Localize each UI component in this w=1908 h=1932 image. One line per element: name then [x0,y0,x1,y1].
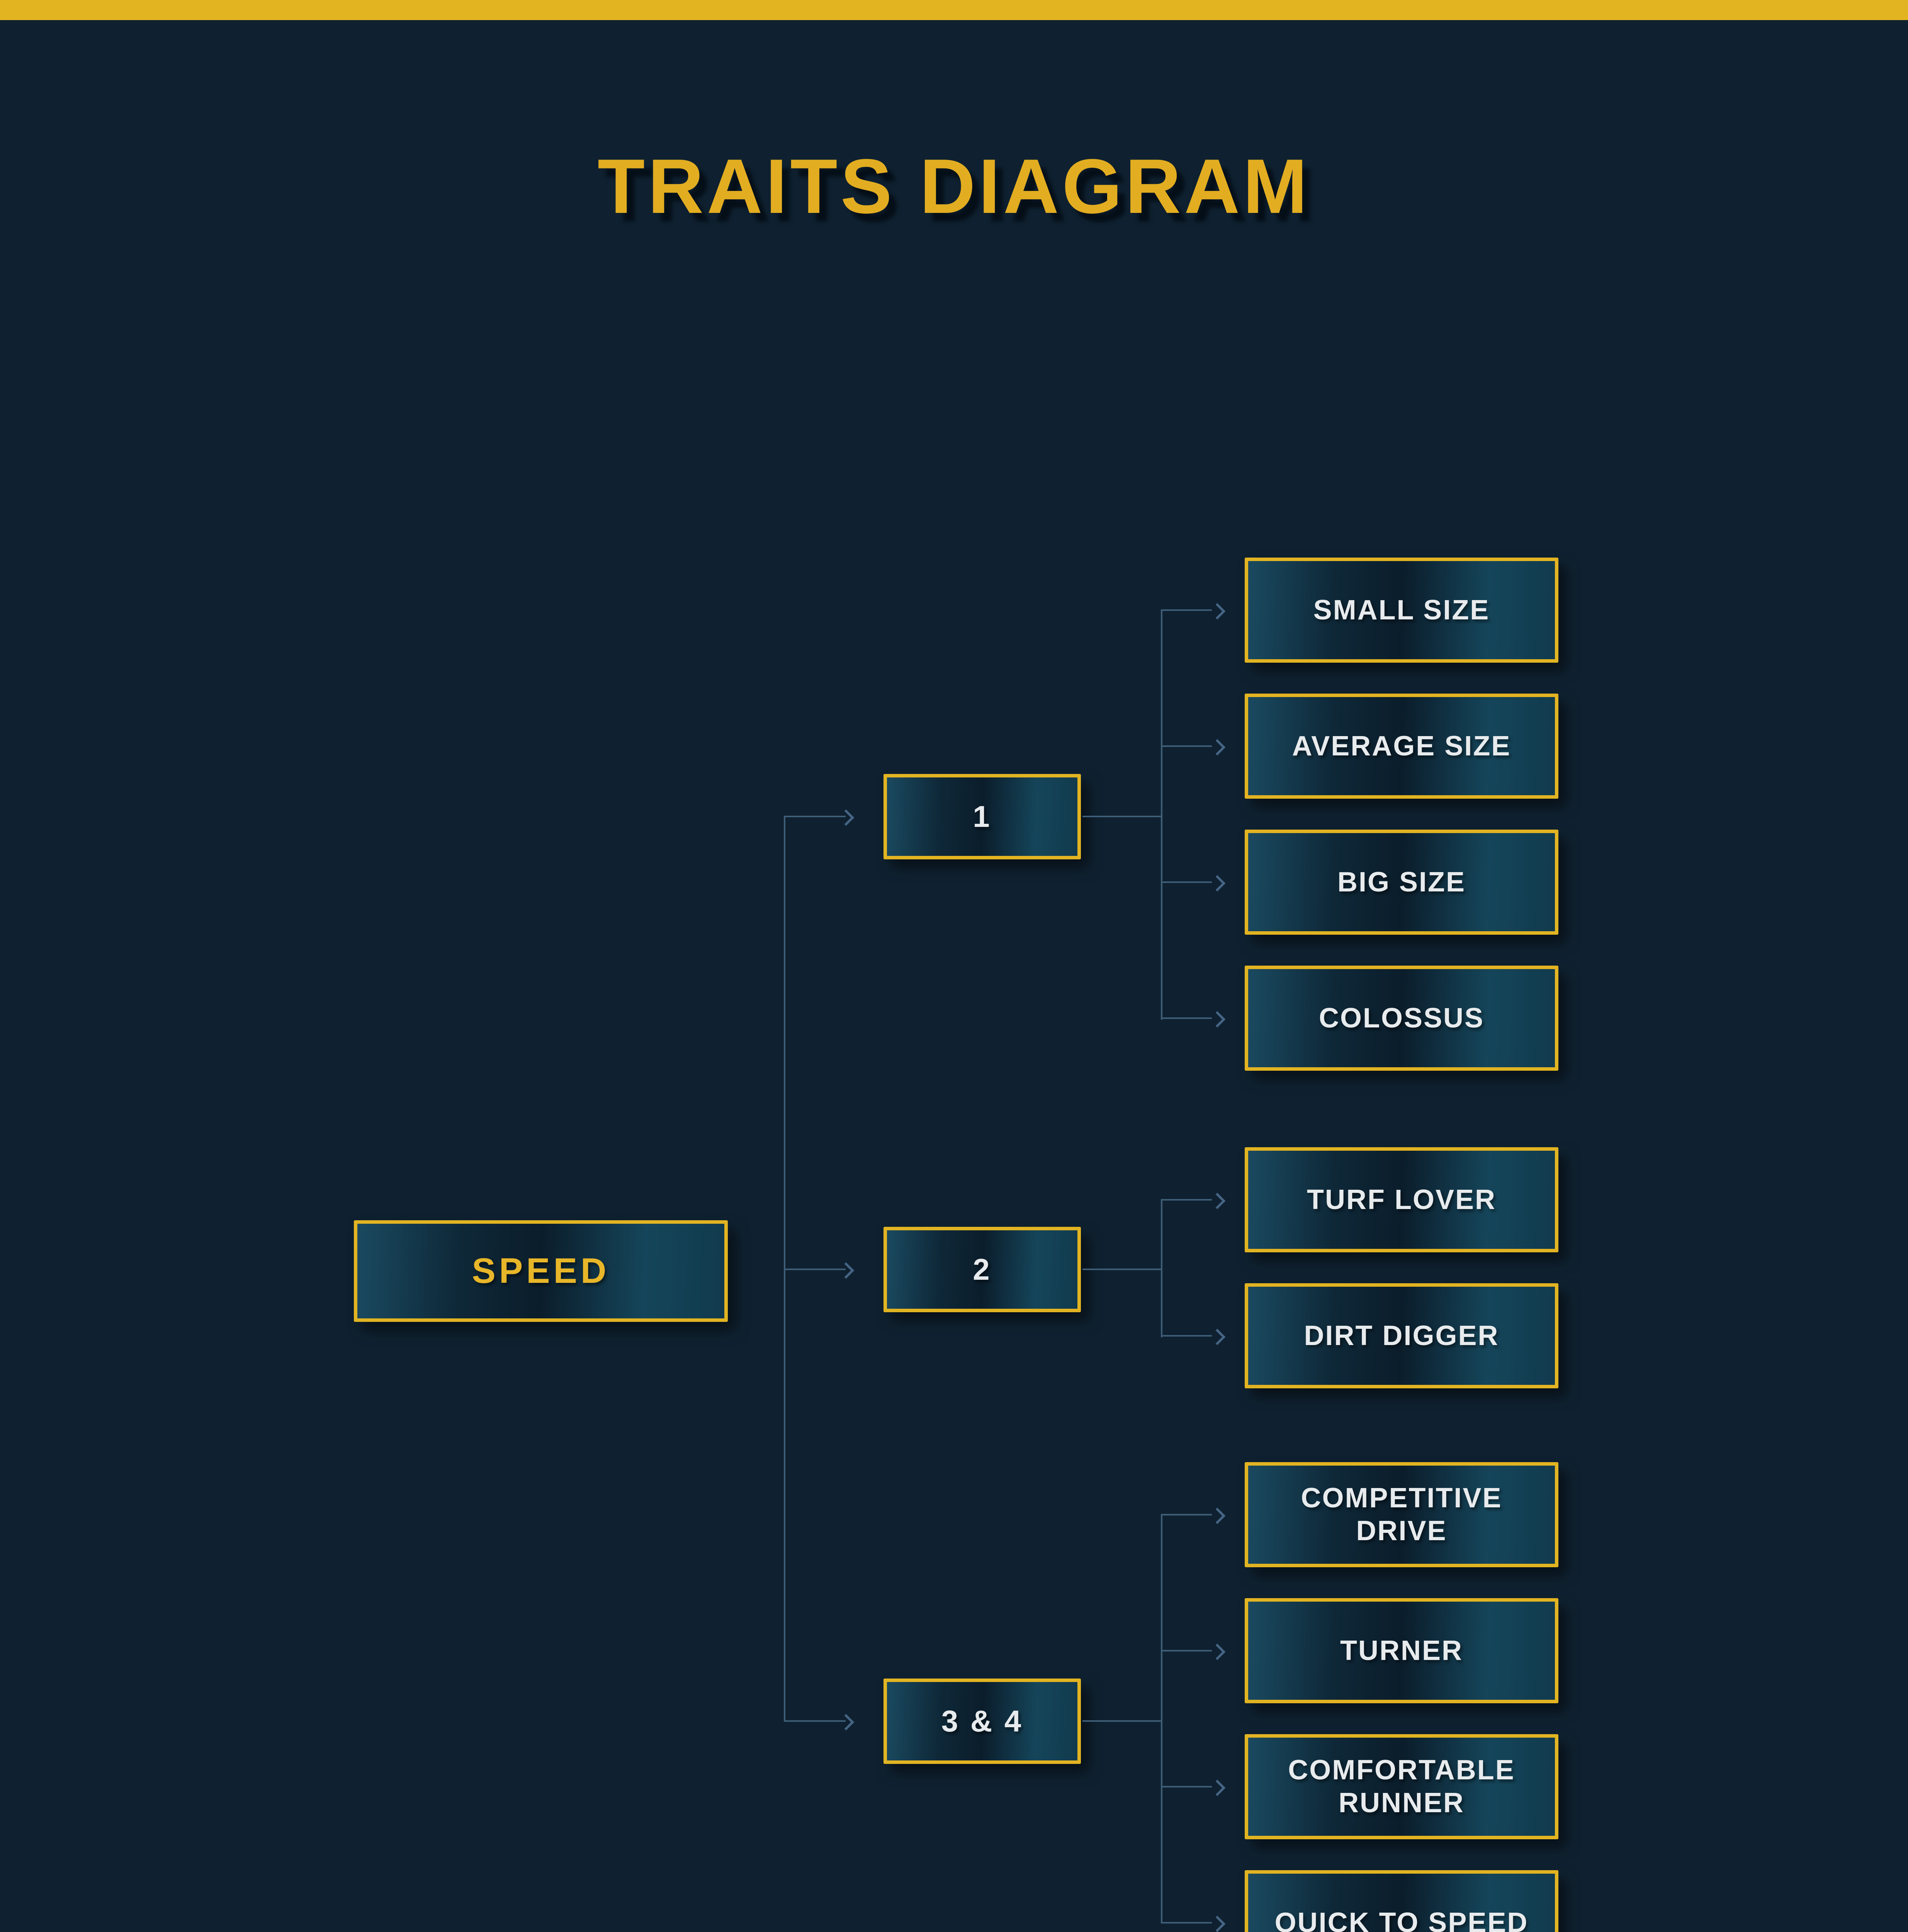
connector-branch-level-3-4 [784,1720,846,1722]
arrowhead-icon [1209,1192,1226,1209]
arrowhead-icon [838,1714,855,1731]
node-trait-comfortable-runner: COMFORTABLE RUNNER [1245,1734,1558,1839]
connector-trunk-group-3 [1161,1514,1162,1923]
arrowhead-icon [1209,1779,1226,1796]
node-trait-average-size: AVERAGE SIZE [1245,694,1558,799]
top-accent-bar [0,0,1908,20]
arrowhead-icon [1209,1643,1226,1660]
node-trait-quick-to-speed: QUICK TO SPEED [1245,1870,1558,1932]
arrowhead-icon [1209,1507,1226,1524]
node-level-1: 1 [883,774,1081,859]
node-speed: SPEED [354,1220,728,1322]
connector-branch-trait [1162,881,1212,883]
connector-branch-trait [1162,1650,1212,1651]
node-trait-turner: TURNER [1245,1598,1558,1703]
arrowhead-icon [1209,875,1226,892]
connector-feed-group-3 [1082,1720,1162,1722]
connector-branch-trait [1162,1335,1212,1337]
node-trait-dirt-digger: DIRT DIGGER [1245,1283,1558,1388]
connector-branch-trait [1162,1199,1212,1201]
connector-feed-group-1 [1082,816,1162,817]
node-trait-turf-lover: TURF LOVER [1245,1147,1558,1252]
arrowhead-icon [1209,1915,1226,1932]
connector-branch-level-1 [784,816,846,817]
node-trait-competitive-drive: COMPETITIVE DRIVE [1245,1462,1558,1567]
node-level-3-4: 3 & 4 [883,1679,1081,1764]
connector-trunk-group-1 [1161,609,1162,1020]
connector-trunk-group-2 [1161,1199,1162,1337]
node-trait-small-size: SMALL SIZE [1245,558,1558,663]
connector-branch-trait [1162,1922,1212,1923]
arrowhead-icon [1209,739,1226,756]
arrowhead-icon [1209,1011,1226,1028]
node-trait-big-size: BIG SIZE [1245,830,1558,935]
node-trait-colossus: COLOSSUS [1245,966,1558,1071]
arrowhead-icon [1209,603,1226,620]
connector-feed-group-2 [1082,1269,1162,1270]
page-title: TRAITS DIAGRAM [597,143,1311,230]
arrowhead-icon [1209,1328,1226,1345]
connector-branch-trait [1162,1017,1212,1019]
connector-branch-trait [1162,745,1212,747]
connector-branch-trait [1162,1514,1212,1515]
node-level-2: 2 [883,1227,1081,1312]
arrowhead-icon [838,809,855,826]
arrowhead-icon [838,1262,855,1279]
connector-branch-trait [1162,1786,1212,1787]
connector-branch-level-2 [784,1269,846,1270]
connector-branch-trait [1162,609,1212,611]
